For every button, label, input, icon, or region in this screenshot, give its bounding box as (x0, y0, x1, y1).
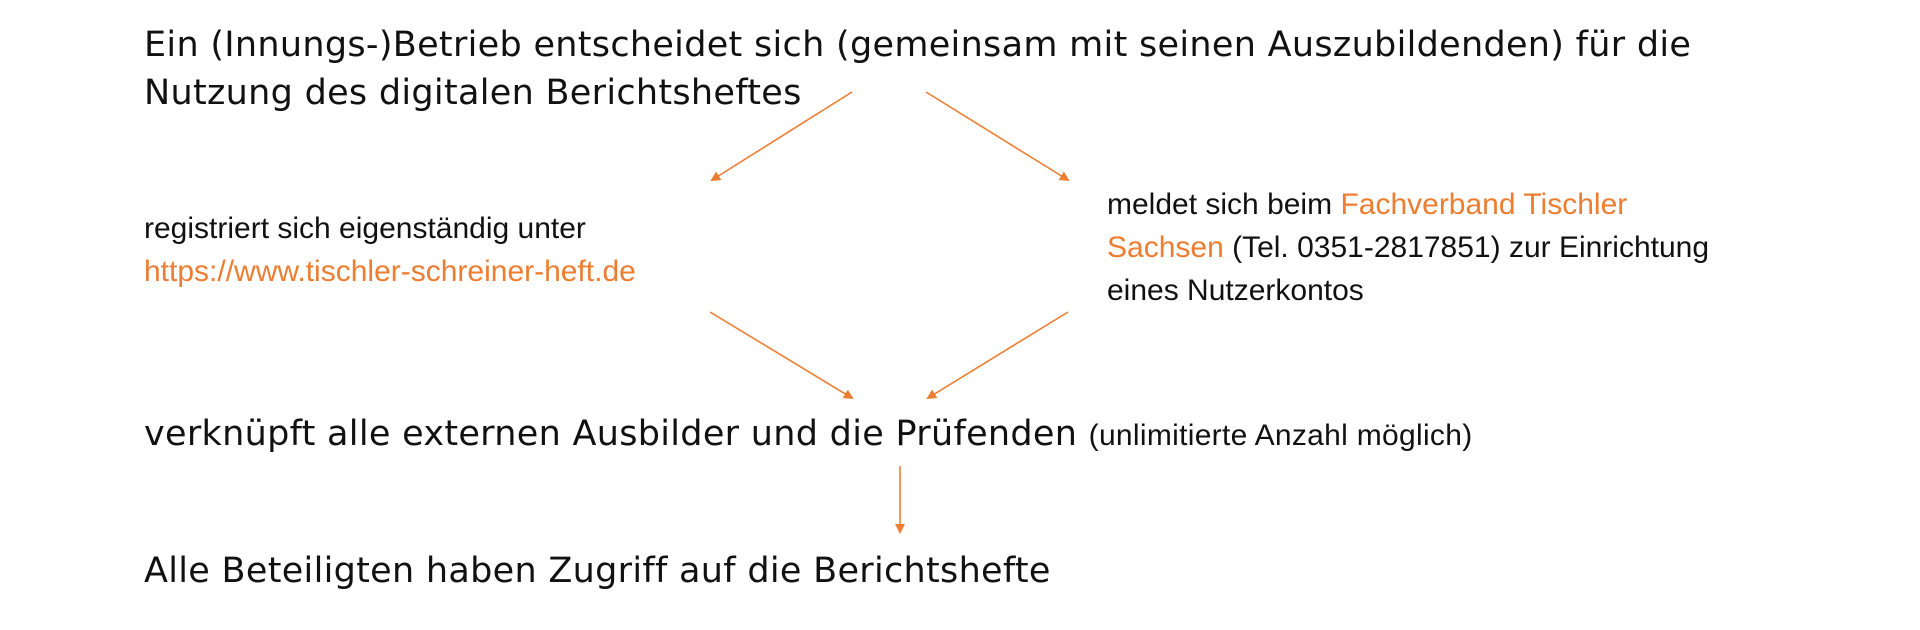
association-name-part-1: Fachverband Tischler (1340, 188, 1628, 221)
association-name-part-2: Sachsen (1107, 231, 1224, 264)
left-option-text: registriert sich eigenständig unter (144, 212, 586, 245)
right-option-line-3: eines Nutzerkontos (1107, 274, 1364, 307)
arrow-start-to-right-option (925, 91, 1070, 182)
left-option-register: registriert sich eigenständig unter http… (144, 207, 636, 293)
arrow-right-option-to-link-step (926, 311, 1069, 400)
start-step: Ein (Innungs-)Betrieb entscheidet sich (… (144, 21, 1691, 117)
arrow-start-to-left-option (710, 91, 853, 182)
result-step: Alle Beteiligten haben Zugriff auf die B… (144, 547, 1051, 595)
link-step: verknüpft alle externen Ausbilder und di… (144, 410, 1473, 460)
arrow-left-option-to-link-step (709, 311, 854, 400)
link-step-note: (unlimitierte Anzahl möglich) (1088, 419, 1473, 452)
result-step-text: Alle Beteiligten haben Zugriff auf die B… (144, 551, 1051, 591)
right-option-prefix: meldet sich beim (1107, 188, 1341, 221)
right-option-contact-association: meldet sich beim Fachverband Tischler Sa… (1107, 183, 1709, 312)
registration-url-link[interactable]: https://www.tischler-schreiner-heft.de (144, 255, 636, 288)
right-option-phone-text: (Tel. 0351-2817851) zur Einrichtung (1223, 231, 1710, 264)
link-step-text: verknüpft alle externen Ausbilder und di… (144, 414, 1078, 454)
start-step-line-1: Ein (Innungs-)Betrieb entscheidet sich (… (144, 25, 1692, 65)
start-step-line-2: Nutzung des digitalen Berichtsheftes (144, 73, 802, 113)
